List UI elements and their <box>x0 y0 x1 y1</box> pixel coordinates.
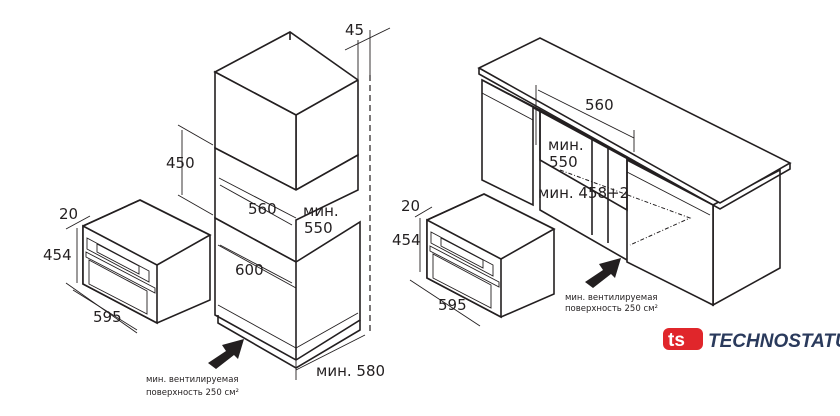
niche-height-label: 450 <box>166 154 195 172</box>
left-oven-height-label: 454 <box>43 246 72 264</box>
outer-width-label: 600 <box>235 261 264 279</box>
left-vent-note-line2: поверхность 250 см² <box>146 388 239 398</box>
logo-mark-text: ts <box>668 330 685 351</box>
niche-min-label: мин. <box>303 202 339 220</box>
niche-min-depth-value: 550 <box>304 219 333 237</box>
right-oven-height-label: 454 <box>392 231 421 249</box>
right-niche-width-label: 560 <box>585 96 614 114</box>
technostatus-logo: ts TECHNOSTATUS <box>663 328 840 352</box>
min-depth-label: мин. 580 <box>316 362 385 380</box>
logo-name: TECHNOSTATUS <box>708 331 840 352</box>
niche-width-label: 560 <box>248 200 277 218</box>
left-oven <box>82 199 211 324</box>
right-oven-depth-label: 20 <box>401 197 420 215</box>
left-vent-note-line1: мин. вентилируемая <box>146 375 239 385</box>
right-vent-arrow-icon <box>585 258 621 288</box>
right-niche-min-height-label: мин. 458+2 <box>538 184 629 202</box>
tall-cabinet <box>213 31 371 369</box>
left-oven-width-label: 595 <box>93 308 122 326</box>
logo-mark-icon <box>663 328 703 350</box>
left-oven-dimensions: 20 454 595 <box>43 205 138 334</box>
left-vent-arrow-icon <box>208 339 244 369</box>
right-niche-min-depth-value: 550 <box>549 153 578 171</box>
right-vent-note-line2: поверхность 250 см² <box>565 304 658 314</box>
right-niche-min-label: мин. <box>548 136 584 154</box>
right-oven-dimensions: 20 454 595 <box>392 197 481 327</box>
right-niche-dimensions: 560 мин. 550 мин. 458+2 <box>535 85 635 202</box>
tall-cabinet-dimensions: 45 450 560 мин. 550 600 мин. 580 <box>166 21 391 380</box>
kitchen-counter <box>477 37 792 307</box>
right-vent-note-line1: мин. вентилируемая <box>565 293 658 303</box>
top-depth-label: 45 <box>345 21 364 39</box>
left-oven-depth-label: 20 <box>59 205 78 223</box>
right-oven-width-label: 595 <box>438 296 467 314</box>
